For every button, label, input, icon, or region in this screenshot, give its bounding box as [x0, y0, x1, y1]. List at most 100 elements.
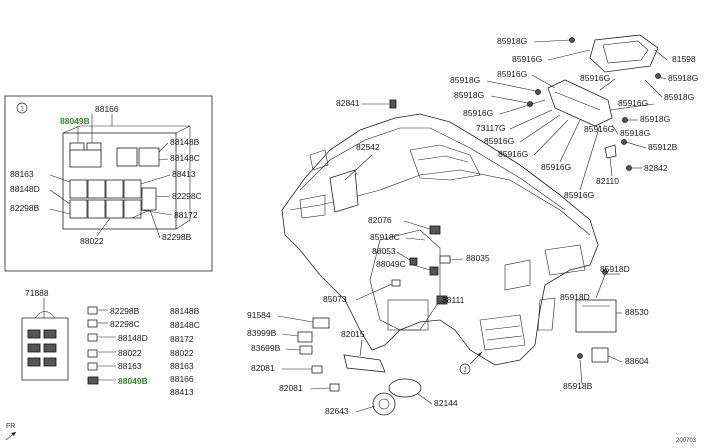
- clip-82842: [626, 165, 632, 171]
- label-88530: 88530: [625, 307, 649, 317]
- label-85916G: 85916G: [498, 149, 528, 159]
- legend-value-88148B: 88148B: [170, 306, 200, 316]
- label-81598: 81598: [672, 54, 696, 64]
- label-73117G: 73117G: [476, 123, 506, 133]
- relay-88148C: [138, 147, 160, 167]
- label-88022: 88022: [80, 236, 104, 246]
- label-85918G: 85918G: [620, 128, 650, 138]
- label-85916G: 85916G: [564, 190, 594, 200]
- mini-relay-icon: [87, 376, 99, 385]
- legend-key-88148D: 88148D: [118, 333, 148, 343]
- label-85073: 85073: [323, 294, 347, 304]
- part-83999B: [297, 331, 313, 343]
- legend-key-88022: 88022: [118, 348, 142, 358]
- label-83699B: 83699B: [251, 343, 281, 353]
- relay-88413-b: [105, 179, 124, 199]
- combination-switch-82144: [388, 378, 422, 398]
- legend-key-88049B: 88049B: [118, 376, 148, 386]
- fr-label: FR: [6, 423, 15, 430]
- relay-88148B: [116, 147, 138, 167]
- label-85918D: 85918D: [560, 292, 590, 302]
- clip-85918G: [535, 89, 541, 95]
- label-85918G: 85918G: [454, 90, 484, 100]
- label-82298B-right: 82298B: [162, 232, 192, 242]
- label-88148C: 88148C: [170, 153, 200, 163]
- clock-spring-82643: [372, 392, 396, 416]
- legend-value-88022: 88022: [170, 348, 194, 358]
- label-85916G: 85916G: [484, 136, 514, 146]
- label-85916G: 85916G: [584, 124, 614, 134]
- label-85918G: 85918G: [668, 73, 698, 83]
- label-88148D: 88148D: [10, 184, 40, 194]
- label-82542: 82542: [356, 142, 380, 152]
- part-88049C: [429, 266, 439, 276]
- relay-88413-a: [87, 179, 106, 199]
- instrument-panel: [281, 34, 661, 416]
- label-88163: 88163: [10, 169, 34, 179]
- label-71888: 71888: [25, 288, 49, 298]
- label-82841: 82841: [336, 98, 360, 108]
- module-82542: [329, 169, 359, 213]
- relay-block-slot: [43, 329, 57, 339]
- relay-block-slot: [43, 343, 57, 353]
- label-88413: 88413: [172, 169, 196, 179]
- legend-key-82298C: 82298C: [110, 319, 140, 329]
- inset-callout-number: 1: [20, 107, 24, 113]
- label-85918G: 85918G: [640, 114, 670, 124]
- part-83699B: [299, 345, 313, 355]
- mini-relay-icon: [87, 333, 98, 342]
- clip-85918G: [622, 117, 628, 123]
- sensor-81598: [589, 34, 659, 73]
- label-85916G: 85916G: [618, 98, 648, 108]
- label-88049C: 88049C: [376, 259, 406, 269]
- label-82643: 82643: [325, 406, 349, 416]
- label-85918C: 85918C: [370, 232, 400, 242]
- label-82081: 82081: [251, 363, 275, 373]
- main-callout-circle: [459, 363, 471, 375]
- label-85916G: 85916G: [541, 162, 571, 172]
- legend-value-88166: 88166: [170, 374, 194, 384]
- part-82081-b: [329, 383, 340, 392]
- label-85918G: 85918G: [664, 92, 694, 102]
- label-85918D: 85918D: [600, 264, 630, 274]
- ecu-88530: [575, 299, 617, 333]
- label-88148B: 88148B: [170, 137, 200, 147]
- legend-value-88172: 88172: [170, 334, 194, 344]
- label-88053: 88053: [372, 246, 396, 256]
- relay-block-slot: [27, 357, 41, 367]
- relay-88172: [105, 199, 124, 219]
- relay-88163: [69, 179, 88, 199]
- label-85916G: 85916G: [580, 73, 610, 83]
- legend-value-88163: 88163: [170, 361, 194, 371]
- label-82298B-left: 82298B: [10, 203, 40, 213]
- dashboard-outline: [281, 113, 599, 366]
- relay-legend: 71888 82298B 82298C 88148D 88022 88163 8…: [21, 288, 200, 397]
- label-82110: 82110: [596, 176, 619, 186]
- mini-relay-icon: [87, 319, 98, 328]
- relay-block-slot: [27, 329, 41, 339]
- part-88035: [439, 255, 451, 264]
- label-85916G: 85916G: [463, 108, 493, 118]
- bracket-73117G: [547, 79, 613, 127]
- label-85918B: 85918B: [563, 381, 593, 391]
- mini-relay-icon: [87, 349, 98, 358]
- relay-inset: 1 88049B 88166 88148B 88148C 88163 88413…: [4, 95, 213, 272]
- relay-88413-c: [123, 179, 142, 199]
- steering-column-82015: [343, 354, 386, 373]
- relay-82298B: [141, 187, 157, 211]
- clip-85912B: [621, 139, 627, 145]
- part-88111: [436, 295, 448, 305]
- legend-value-88148C: 88148C: [170, 320, 200, 330]
- part-82841: [389, 99, 397, 109]
- label-88035: 88035: [466, 253, 490, 263]
- label-85916G: 85916G: [512, 54, 542, 64]
- label-88604: 88604: [625, 356, 649, 366]
- label-88166: 88166: [95, 104, 119, 114]
- mini-relay-icon: [87, 306, 98, 315]
- relay-82298C: [87, 199, 106, 219]
- relay-block-slot: [43, 357, 57, 367]
- mini-relay-icon: [87, 362, 98, 371]
- relay-block-slot: [27, 343, 41, 353]
- inset-callout-circle: [16, 102, 28, 114]
